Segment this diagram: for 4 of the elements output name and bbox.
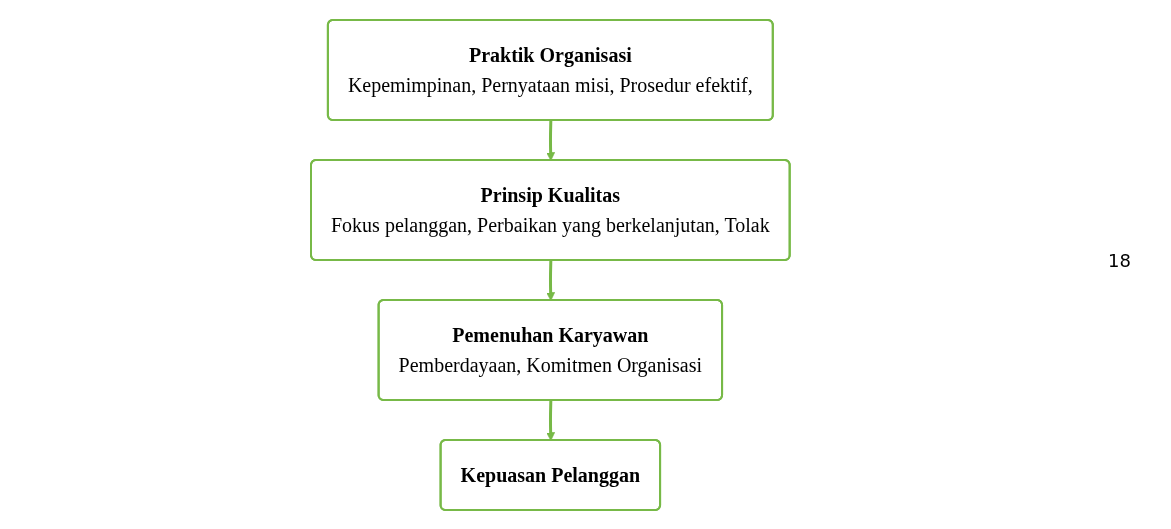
arrow xyxy=(545,399,555,441)
arrow xyxy=(545,119,555,161)
arrow xyxy=(545,259,555,301)
page-number: 18 xyxy=(1108,250,1131,271)
